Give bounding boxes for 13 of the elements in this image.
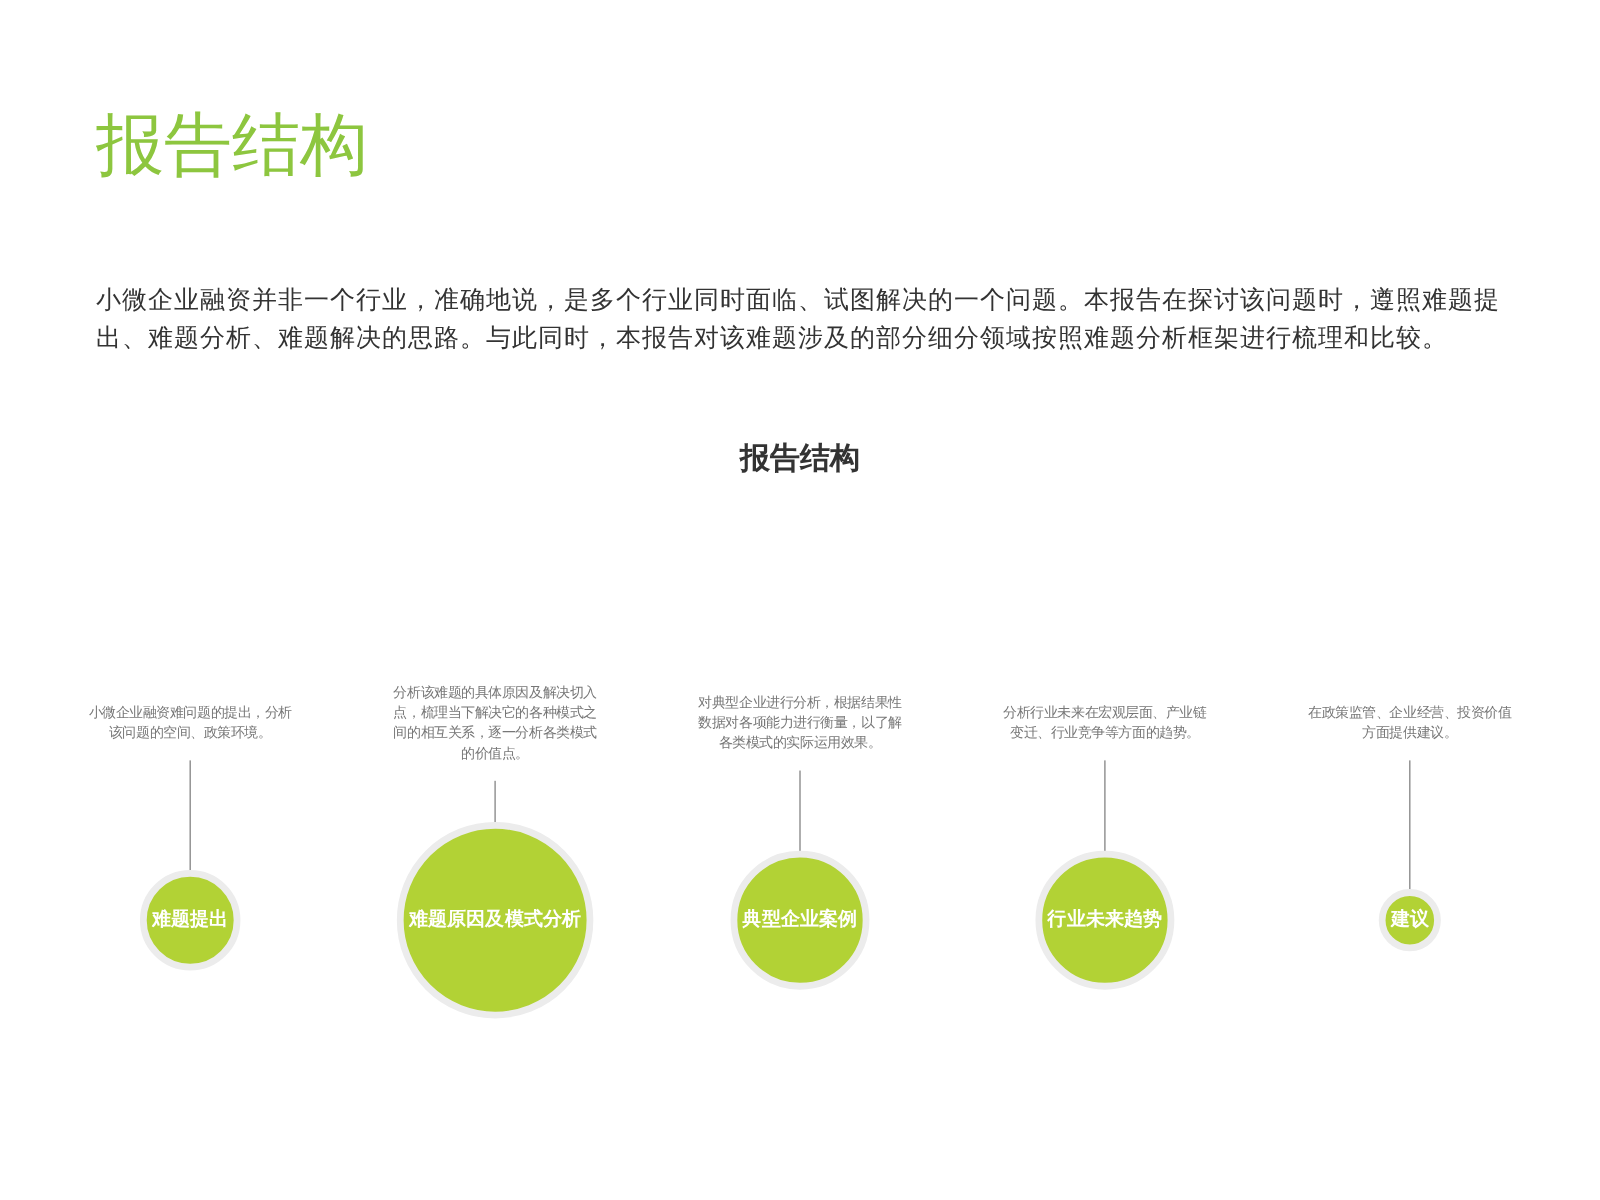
node-circle: 行业未来趋势: [1035, 850, 1175, 990]
node-circle: 难题原因及模式分析: [396, 821, 594, 1019]
connector: [189, 759, 191, 874]
node-circle: 典型企业案例: [730, 850, 870, 990]
connector: [799, 769, 801, 855]
connector: [1104, 759, 1106, 855]
node-circle: 建议: [1378, 889, 1441, 952]
node-circle: 难题提出: [139, 869, 241, 971]
connector: [494, 779, 496, 826]
diagram-heading: 报告结构: [737, 440, 862, 478]
connector: [1409, 759, 1411, 894]
page-title: 报告结构: [96, 104, 368, 190]
intro-paragraph: 小微企业融资并非一个行业，准确地说，是多个行业同时面临、试图解决的一个问题。本报告在探讨该问题时，遵照难题提出、难题分析、难题解决的思路。与此同时，本报告对该难题涉及的部分细分领域按照难题分析框架进行梳理和比较。: [96, 282, 1502, 356]
